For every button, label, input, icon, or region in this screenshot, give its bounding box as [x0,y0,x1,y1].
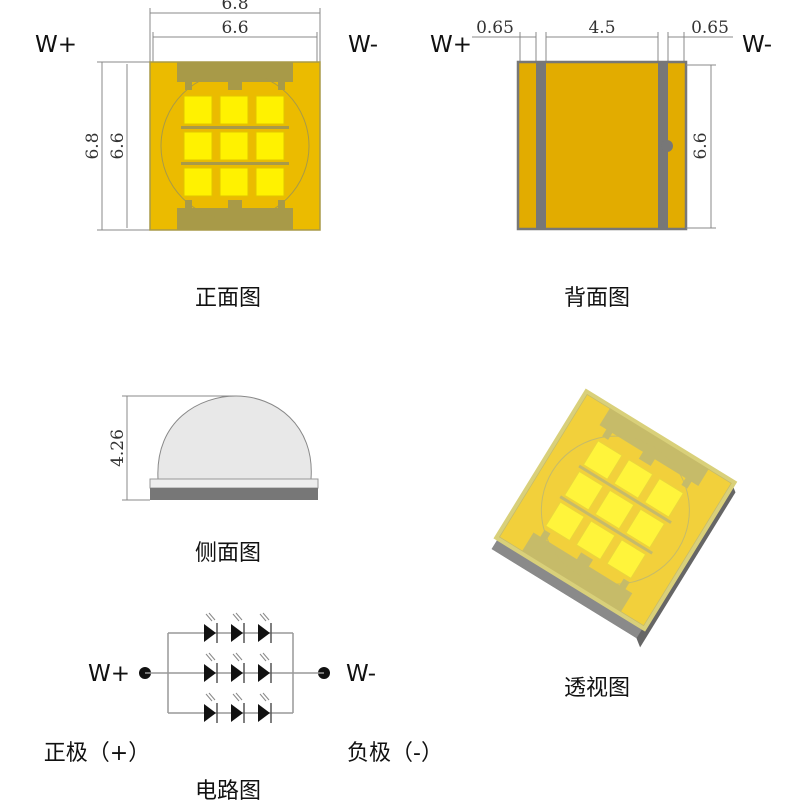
base-layer [150,488,318,500]
diode-array [204,612,272,723]
led-die [219,95,249,125]
top-pad [177,62,293,90]
led-diode-symbol [258,652,272,683]
led-diode-symbol [258,612,272,643]
circuit-anode-label: W+ [88,661,130,687]
lens-outline [160,71,310,221]
led-die [625,508,666,549]
dim-back-height: 6.6 [691,132,711,159]
led-die [644,477,685,518]
dim-height-outer: 6.8 [83,132,103,159]
led-diode-symbol [231,652,245,683]
perspective-top [497,392,733,628]
back-cathode-label: W- [742,32,772,58]
negative-label: 负极（-） [347,741,443,766]
dim-center: 4.5 [588,18,615,38]
bus-bar [578,464,672,524]
dim-side-height: 4.26 [108,429,128,467]
led-diode-symbol [204,692,218,723]
back-view-caption: 背面图 [564,286,630,311]
led-diode-symbol [204,612,218,643]
perspective-view: 透视图 [491,388,738,701]
led-die [582,440,623,480]
front-anode-label: W+ [35,32,77,58]
dim-pad-right: 0.65 [691,18,729,38]
led-die [255,131,285,161]
front-dimensions: 6.8 6.6 6.8 6.6 [83,0,321,231]
led-die [594,489,635,530]
led-diode-symbol [231,692,245,723]
dim-height-inner: 6.6 [108,132,128,159]
circuit-diagram: W+ W- 正极（+） 负极（-） 电路图 [44,612,443,800]
led-die [183,131,213,161]
led-diode-symbol [204,652,218,683]
circuit-cathode-label: W- [346,661,376,687]
bus-bar [559,495,653,555]
chip-side [491,537,644,639]
front-cathode-label: W- [348,32,378,58]
side-view: 4.26 侧面图 [108,395,319,566]
bottom-pad [177,200,293,230]
led-die [563,470,604,511]
led-die [183,95,213,125]
lens-dome [157,395,312,480]
back-gap-left [536,62,546,229]
back-view: 0.65 4.5 0.65 W+ W- 6.6 背面图 [430,18,772,311]
led-die-array [183,95,285,197]
led-die [545,501,585,542]
bus-bar [181,126,289,129]
led-die [183,167,213,197]
front-view-caption: 正面图 [195,286,261,311]
led-die [255,167,285,197]
positive-label: 正极（+） [44,741,150,766]
led-diode-symbol [258,692,272,723]
encapsulant-layer [493,388,738,632]
dim-width-inner: 6.6 [221,18,248,38]
bottom-pad [521,529,633,613]
perspective-chip [491,388,738,648]
led-diode-symbol [231,612,245,643]
circuit-caption: 电路图 [195,779,261,800]
led-die [219,131,249,161]
dim-pad-left: 0.65 [476,18,514,38]
front-view: 6.8 6.6 6.8 6.6 W+ W- 正面图 [35,0,378,311]
led-die [575,520,616,561]
lens-outline [540,435,690,585]
bus-bar [181,162,289,165]
led-chip-top [149,61,321,231]
led-die [219,167,249,197]
led-die [255,95,285,125]
dim-width-outer: 6.8 [221,0,248,14]
led-die-array [545,440,685,580]
perspective-view-caption: 透视图 [564,676,630,701]
cathode-mark [661,140,673,152]
substrate-layer [149,478,319,489]
back-anode-label: W+ [430,32,472,58]
led-die [613,458,654,499]
led-die [606,539,647,580]
top-pad [599,408,709,489]
side-view-caption: 侧面图 [195,541,261,566]
